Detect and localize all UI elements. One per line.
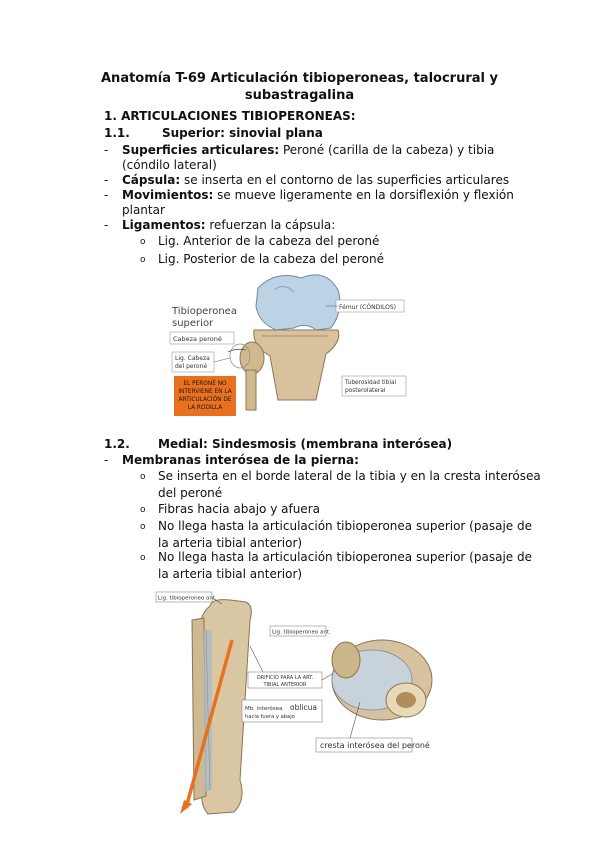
title-line-1: Anatomía T-69 Articulación tibioperoneas… xyxy=(101,71,498,86)
lig-cabeza-label-2: del peroné xyxy=(175,363,207,370)
item-text: se mueve ligeramente en la dorsiflexión … xyxy=(213,188,514,202)
circle-bullet: o xyxy=(140,522,146,532)
cabeza-label: Cabeza peroné xyxy=(173,335,222,343)
circle-bullet: o xyxy=(140,553,146,563)
lig-tibioperoneo-right-label: Lig. tibioperoneo ant. xyxy=(272,630,331,636)
membrane-item-1-line-1: Se inserta en el borde lateral de la tib… xyxy=(158,469,541,483)
membrane-item-2: Fibras hacia abajo y afuera xyxy=(158,502,320,516)
lig-cabeza-label-1: Lig. Cabeza xyxy=(175,355,210,362)
circle-bullet: o xyxy=(140,472,146,482)
orificio-label-1: ORIFICIO PARA LA ART. xyxy=(257,675,314,681)
membranas-label: Membranas interósea de la pierna: xyxy=(122,453,359,467)
subsection-1-1-number: 1.1. xyxy=(104,126,130,140)
membrane-item-4-line-1: No llega hasta la articulación tibiopero… xyxy=(158,550,532,564)
membrane-item-3-line-2: la arteria tibial anterior) xyxy=(158,536,303,550)
membrane-item-4-line-2: la arteria tibial anterior) xyxy=(158,567,303,581)
subsection-1-1-title: Superior: sinovial plana xyxy=(162,126,323,140)
figure-membrana-interosea: Lig. tibioperoneo ant. Lig. tibioperoneo… xyxy=(150,590,450,820)
circle-bullet: o xyxy=(140,255,146,265)
figure-title-line-2: superior xyxy=(172,318,214,329)
item-label: Cápsula: xyxy=(122,173,181,187)
bullet-dash: - xyxy=(104,143,109,157)
bullet-dash: - xyxy=(104,453,109,467)
tuberosidad-label-2: posterolateral xyxy=(345,388,386,394)
item-ligamentos: Ligamentos: refuerzan la cápsula: xyxy=(122,217,335,234)
femur-label: Fémur (CÓNDILOS) xyxy=(339,304,396,311)
item-movimientos: Movimientos: se mueve ligeramente en la … xyxy=(122,187,514,204)
tibia-fibula-illustration: Lig. tibioperoneo ant. Lig. tibioperoneo… xyxy=(150,590,450,820)
ligament-item: Lig. Posterior de la cabeza del peroné xyxy=(158,252,384,266)
circle-bullet: o xyxy=(140,505,146,515)
item-text: Peroné (carilla de la cabeza) y tibia xyxy=(279,143,495,157)
item-text: se inserta en el contorno de las superfi… xyxy=(180,173,510,187)
section-1-heading: 1. ARTICULACIONES TIBIOPERONEAS: xyxy=(104,109,356,123)
note-line-1: EL PERONÉ NO xyxy=(183,379,227,387)
orificio-label-2: TIBIAL ANTERIOR xyxy=(263,682,307,688)
note-line-3: ARTICULACIÓN DE xyxy=(179,396,232,403)
item-label: Ligamentos: xyxy=(122,218,206,232)
knee-illustration: Fémur (CÓNDILOS) Tibioperonea superior C… xyxy=(166,270,410,422)
item-label: Movimientos: xyxy=(122,188,214,202)
item-movimientos-cont: plantar xyxy=(122,203,165,217)
bullet-dash: - xyxy=(104,218,109,232)
title-line-2: subastragalina xyxy=(244,88,355,103)
item-label: Superficies articulares: xyxy=(122,143,280,157)
item-capsula: Cápsula: se inserta en el contorno de la… xyxy=(122,172,509,189)
mb-interosea-label: Mb. interósea xyxy=(245,705,282,712)
cresta-interosea-label: cresta interósea del peroné xyxy=(320,740,430,750)
item-superficies-cont: (cóndilo lateral) xyxy=(122,158,217,172)
note-line-4: LA RODILLA xyxy=(188,405,223,411)
note-line-2: INTERVIENE EN LA xyxy=(178,389,231,395)
figure-tibioperonea-superior: Fémur (CÓNDILOS) Tibioperonea superior C… xyxy=(166,270,410,422)
ligament-item: Lig. Anterior de la cabeza del peroné xyxy=(158,234,380,248)
membrane-item-3-line-1: No llega hasta la articulación tibiopero… xyxy=(158,519,532,533)
lig-tibioperoneo-top-label: Lig. tibioperoneo ant. xyxy=(158,596,217,602)
mb-oblicua-label: oblicua xyxy=(290,703,317,712)
subsection-1-2-title: Medial: Sindesmosis (membrana interósea) xyxy=(158,437,453,451)
circle-bullet: o xyxy=(140,237,146,247)
tuberosidad-label-1: Tuberosidad tibial xyxy=(344,380,396,386)
figure-title-line-1: Tibioperonea xyxy=(171,306,237,317)
subsection-1-2-number: 1.2. xyxy=(104,437,130,451)
bullet-dash: - xyxy=(104,188,109,202)
document-title: Anatomía T-69 Articulación tibioperoneas… xyxy=(0,70,599,104)
mb-direction-label: hacia fuera y abajo xyxy=(245,714,295,720)
bullet-dash: - xyxy=(104,173,109,187)
membrane-item-1-line-2: del peroné xyxy=(158,486,223,500)
item-text: refuerzan la cápsula: xyxy=(205,218,336,232)
item-superficies: Superficies articulares: Peroné (carilla… xyxy=(122,142,494,159)
